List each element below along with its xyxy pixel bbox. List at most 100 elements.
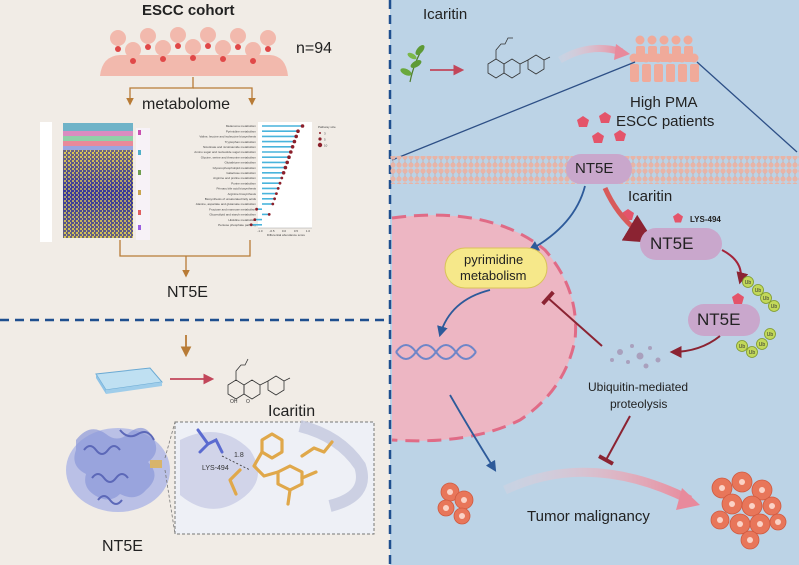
pathway-label: Glycerophospholipid metabolism (213, 166, 257, 170)
pathway-label: Alanine, aspartate and glutamate metabol… (196, 202, 257, 206)
pathway-legend-dot (318, 137, 322, 141)
pathway-legend-dot (319, 132, 321, 134)
pathway-point (287, 155, 291, 159)
icaritin-molecules (577, 112, 744, 304)
pathway-point (290, 145, 295, 149)
patients-line2: ESCC patients (616, 113, 715, 130)
ubiquitin-label: Ub (749, 350, 756, 356)
pathway-label: Nicotinate and nicotinamide metabolism (203, 145, 257, 149)
pathway-plot-area (258, 122, 312, 228)
ubiquitin-icon (768, 300, 780, 312)
pathway-legend-title: Pathway size (318, 125, 336, 129)
ubiquitin-icon (764, 328, 776, 340)
nt5e-protein-structure (66, 427, 170, 512)
pathway-point (271, 202, 275, 206)
pathway-label: Melanoma metabolism (226, 124, 257, 128)
plant-icon (400, 45, 425, 83)
pathway-legend-dot (317, 142, 323, 148)
sample-size: n=94 (296, 40, 333, 57)
patients-icon (629, 35, 699, 82)
target-label: NT5E (167, 284, 208, 301)
pathway-label: Fructose and mannose metabolism (209, 207, 256, 211)
proteolysis-line2: proteolysis (610, 397, 668, 411)
pathway-point (255, 207, 258, 211)
pathway-point (300, 124, 305, 128)
ubiquitin-label: Ub (739, 344, 746, 350)
nt5e-bound-label: NT5E (650, 234, 694, 253)
cohort-title: ESCC cohort (142, 2, 235, 19)
icaritin-mid-label: Icaritin (628, 188, 673, 205)
ubiquitin-icon (736, 340, 748, 352)
pathway-line1: pyrimidine (464, 252, 524, 267)
metabolome-heatmap (40, 122, 150, 242)
pathway-tick: 1.0 (306, 229, 311, 233)
ubiquitin-icon (752, 284, 764, 296)
nt5e-ub-label: NT5E (697, 310, 741, 329)
pathway-line2: metabolism (460, 268, 527, 283)
protein-label: NT5E (102, 538, 143, 555)
pathway-tick: 0.5 (294, 229, 299, 233)
microplate-icon (95, 367, 163, 394)
ubiquitin-label: Ub (767, 332, 774, 338)
pathway-point (276, 187, 280, 190)
pathway-label: Amino sugar and nucleotide sugar metabol… (194, 150, 256, 154)
ubiquitin-icon (760, 292, 772, 304)
pathway-label: Arginine and proline metabolism (213, 176, 256, 180)
pathway-point (267, 213, 271, 216)
nt5e-membrane-capsule (566, 154, 632, 184)
pathway-point (281, 171, 286, 175)
nt5e-bound-capsule (640, 228, 722, 260)
pathway-tick: -1.0 (257, 229, 263, 233)
cohort-people-icon (100, 27, 288, 76)
ubiquitin-label: Ub (745, 280, 752, 286)
pathway-tick: 0.0 (282, 229, 287, 233)
drug-label-right: Icaritin (423, 6, 468, 23)
pathway-point (273, 197, 276, 201)
pathway-label: Galactose metabolism (226, 171, 256, 175)
ubiquitin-label: Ub (759, 342, 766, 348)
nt5e-membrane-label: NT5E (575, 160, 614, 177)
pathway-point (275, 192, 278, 196)
pathway-legend-value: 10 (324, 144, 328, 148)
ubiquitin-icon (742, 276, 754, 288)
pathway-axis-label: Differential abundance score (267, 233, 305, 237)
pathway-point (294, 134, 299, 139)
pathway-tick: -0.5 (269, 229, 275, 233)
pathway-label: Primary bile acid biosynthesis (216, 187, 256, 191)
drug-label-left: Icaritin (268, 403, 316, 420)
lys-label-right: LYS-494 (690, 215, 721, 224)
pathway-point (283, 165, 288, 170)
pathway-point (292, 139, 297, 144)
pathway-point (278, 181, 282, 185)
patients-line1: High PMA (630, 94, 698, 111)
pathway-label: Glycerolipid and starch metabolism (209, 213, 256, 217)
icaritin-structure-left (227, 358, 291, 400)
svg-text:OH: OH (230, 399, 238, 405)
pyrimidine-pill (444, 247, 548, 289)
docking-detail (180, 420, 368, 512)
ubiquitin-icon (746, 346, 758, 358)
residue-label-left: LYS-494 (202, 465, 229, 472)
metabolome-label: metabolome (140, 96, 233, 114)
pathway-label: Histidine metabolism (228, 218, 256, 222)
pathway-point (289, 150, 293, 154)
small-tumor-cluster (437, 482, 474, 525)
pathway-legend-value: 3 (324, 132, 326, 136)
pathway-label: Glycine, serine and threonine metabolism (201, 155, 257, 159)
proteolysis-fragments-icon (610, 344, 661, 369)
pathway-label: Arginine biosynthesis (228, 192, 257, 196)
icaritin-structure-right (487, 37, 551, 79)
pathway-label: Valine, leucine and isoleucine biosynthe… (199, 135, 256, 139)
svg-text:O: O (246, 399, 250, 405)
pathway-label: Pyrimidine metabolism (226, 129, 257, 133)
pathway-label: Tryptophan metabolism (225, 140, 257, 144)
proteolysis-line1: Ubiquitin-mediated (588, 380, 689, 394)
distance-label: 1.8 (234, 452, 244, 459)
pathway-point (285, 160, 290, 165)
pathway-point (253, 218, 257, 222)
pathway-label: Biosynthesis of unsaturated fatty acids (205, 197, 257, 201)
